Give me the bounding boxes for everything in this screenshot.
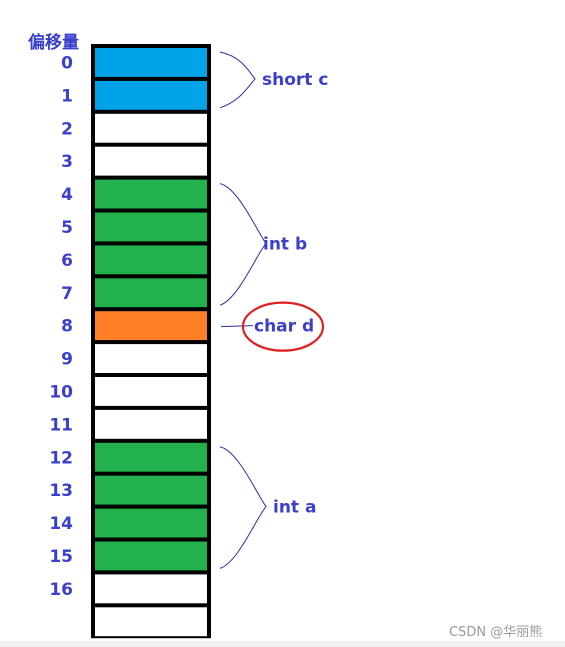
field-label-2: char d (254, 317, 314, 337)
offset-label-3: 3 (61, 152, 73, 172)
offset-label-4: 4 (61, 185, 73, 205)
memory-cell-17 (95, 607, 207, 637)
memory-cell-2 (95, 113, 207, 143)
memory-cell-9 (95, 344, 207, 373)
watermark: CSDN @华丽熊 (449, 625, 543, 640)
offset-label-9: 9 (61, 350, 73, 370)
memory-column-frame (91, 44, 211, 639)
memory-cell-0 (95, 48, 207, 77)
offset-label-10: 10 (49, 382, 73, 402)
memory-cells (91, 44, 211, 639)
offset-label-7: 7 (61, 284, 73, 304)
memory-cell-1 (95, 80, 207, 110)
offset-label-16: 16 (49, 580, 73, 600)
memory-cell-6 (95, 245, 207, 275)
memory-cell-15 (95, 541, 207, 571)
offset-header: 偏移量 (28, 33, 79, 53)
offset-label-13: 13 (49, 481, 73, 501)
field-brace-1 (219, 183, 267, 306)
field-pointer-2 (220, 325, 254, 328)
memory-cell-7 (95, 278, 207, 308)
field-brace-3 (219, 446, 267, 569)
memory-cell-13 (95, 475, 207, 505)
offset-label-1: 1 (61, 86, 73, 106)
offset-label-2: 2 (61, 119, 73, 139)
memory-cell-12 (95, 442, 207, 472)
memory-cell-8 (95, 311, 207, 341)
offset-label-14: 14 (49, 514, 73, 534)
field-brace-0 (219, 51, 256, 109)
memory-cell-5 (95, 212, 207, 242)
offset-label-11: 11 (49, 415, 73, 435)
offset-label-8: 8 (61, 317, 73, 337)
field-annotations: short c int b char d int a (219, 51, 328, 569)
memory-cell-16 (95, 574, 207, 604)
highlight-circle (241, 301, 325, 352)
memory-cell-3 (95, 146, 207, 176)
offset-label-0: 0 (61, 53, 73, 73)
field-label-3: int a (273, 498, 316, 518)
memory-cell-11 (95, 409, 207, 439)
memory-cell-10 (95, 377, 207, 406)
offset-label-12: 12 (49, 448, 73, 468)
memory-cell-4 (95, 179, 207, 209)
field-label-0: short c (262, 70, 328, 90)
field-label-1: int b (263, 234, 307, 254)
footer-bar (0, 641, 565, 647)
offset-label-5: 5 (61, 218, 73, 238)
offset-label-6: 6 (61, 251, 73, 271)
memory-cell-14 (95, 508, 207, 538)
offset-label-15: 15 (49, 547, 73, 567)
